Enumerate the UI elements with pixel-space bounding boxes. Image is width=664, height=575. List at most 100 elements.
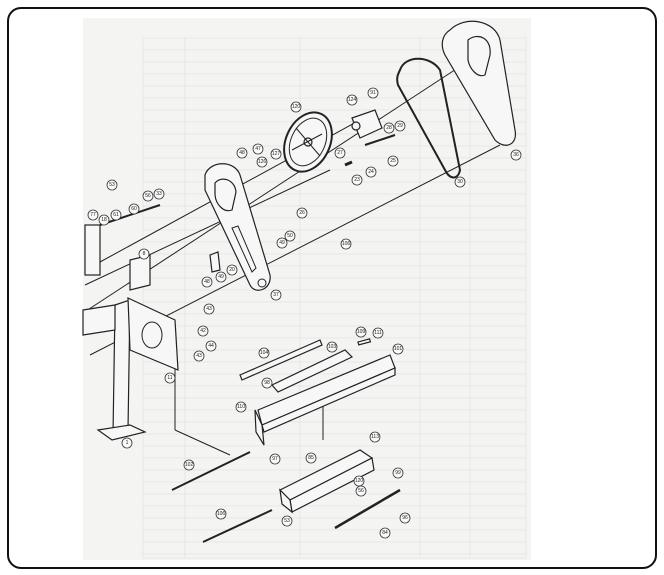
- callout-120: 120: [353, 475, 365, 487]
- main-frame-column: [82, 297, 179, 441]
- belt-cover-right-opening: [467, 35, 491, 77]
- callout-61: 61: [110, 209, 122, 221]
- callout-number: 56: [145, 193, 151, 199]
- callout-number: 53: [284, 518, 290, 524]
- callout-60: 60: [128, 203, 140, 215]
- callout-number: 103: [328, 344, 337, 350]
- callout-number: 11: [167, 375, 172, 381]
- callout-30: 30: [454, 176, 466, 188]
- callout-37: 37: [270, 289, 282, 301]
- motor-bracket: [351, 109, 383, 139]
- callout-106: 106: [215, 508, 227, 520]
- callout-48: 48: [201, 276, 213, 288]
- callout-18: 18: [98, 214, 110, 226]
- callout-26: 26: [296, 207, 308, 219]
- callout-111: 111: [372, 327, 384, 339]
- callout-number: 24: [368, 169, 374, 175]
- callout-number: 8: [143, 251, 146, 257]
- callout-43: 43: [193, 350, 205, 362]
- callout-126: 126: [256, 156, 268, 168]
- callout-number: 126: [258, 159, 267, 165]
- callout-number: 18: [101, 217, 107, 223]
- callout-number: 104: [260, 350, 269, 356]
- callout-number: 43: [196, 353, 202, 359]
- callout-48: 48: [236, 147, 248, 159]
- callout-98: 98: [261, 377, 273, 389]
- callout-number: 33: [156, 191, 162, 197]
- callout-106: 106: [340, 238, 352, 250]
- background-parts-table: [142, 37, 527, 559]
- callout-28: 28: [383, 122, 395, 134]
- callout-91: 91: [367, 87, 379, 99]
- callout-number: 48: [204, 279, 210, 285]
- callout-number: 106: [217, 511, 226, 517]
- callout-42: 42: [197, 325, 209, 337]
- callout-number: 23: [354, 177, 360, 183]
- callout-number: 56: [358, 488, 364, 494]
- pin: [344, 160, 353, 167]
- callout-number: 36: [513, 152, 519, 158]
- tray-assembly: [239, 338, 396, 446]
- callout-20: 20: [226, 264, 238, 276]
- callout-number: 111: [374, 330, 382, 336]
- scanned-paper: [83, 18, 531, 560]
- callout-120: 120: [290, 101, 302, 113]
- callout-number: 28: [386, 125, 392, 131]
- callout-84: 84: [379, 527, 391, 539]
- callout-number: 61: [113, 212, 119, 218]
- bearing: [351, 121, 361, 131]
- callout-1: 1: [121, 437, 133, 449]
- callout-number: 37: [273, 292, 279, 298]
- callout-number: 53: [109, 182, 115, 188]
- callout-96: 96: [399, 512, 411, 524]
- callout-8: 8: [138, 248, 150, 260]
- callout-43: 43: [203, 303, 215, 315]
- belt-cover-right: [441, 20, 517, 146]
- callout-109: 109: [355, 326, 367, 338]
- callout-number: 120: [292, 104, 301, 110]
- callout-25: 25: [387, 155, 399, 167]
- guide-rail-assembly: [278, 449, 401, 530]
- callout-number: 47: [255, 146, 261, 152]
- callout-53: 53: [281, 515, 293, 527]
- callout-27: 27: [334, 147, 346, 159]
- callout-number: 43: [206, 306, 212, 312]
- callout-97: 97: [269, 453, 281, 465]
- callout-number: 113: [371, 434, 379, 440]
- callout-44: 44: [205, 340, 217, 352]
- belt-cover-left-slot: [231, 225, 257, 273]
- callout-number: 20: [229, 267, 235, 273]
- callout-49: 49: [215, 271, 227, 283]
- callout-47: 47: [252, 143, 264, 155]
- callout-99: 99: [392, 467, 404, 479]
- callout-24: 24: [365, 166, 377, 178]
- callout-23: 23: [351, 174, 363, 186]
- shaft-assembly-left: [84, 204, 221, 291]
- callout-number: 97: [272, 456, 278, 462]
- callout-number: 49: [279, 240, 285, 246]
- belt-cover-left-opening: [214, 178, 237, 212]
- callout-number: 101: [394, 346, 403, 352]
- callout-number: 1: [126, 440, 129, 446]
- screw-rod: [364, 134, 396, 146]
- callout-number: 91: [370, 90, 376, 96]
- callout-number: 50: [287, 233, 293, 239]
- callout-number: 99: [395, 470, 401, 476]
- callout-110: 110: [235, 401, 247, 413]
- callout-number: 44: [208, 343, 214, 349]
- callout-number: 96: [402, 515, 408, 521]
- drive-belt: [396, 57, 462, 179]
- callout-number: 98: [264, 380, 270, 386]
- callout-number: 60: [131, 206, 137, 212]
- callout-11: 11: [164, 372, 176, 384]
- pulley-wheel: [283, 111, 333, 173]
- callout-number: 120: [355, 478, 364, 484]
- callout-124: 124: [346, 94, 358, 106]
- callout-101: 101: [392, 343, 404, 355]
- callout-number: 110: [237, 404, 245, 410]
- callout-77: 77: [87, 209, 99, 221]
- callout-29: 29: [394, 120, 406, 132]
- callout-number: 49: [218, 274, 224, 280]
- callout-number: 25: [390, 158, 396, 164]
